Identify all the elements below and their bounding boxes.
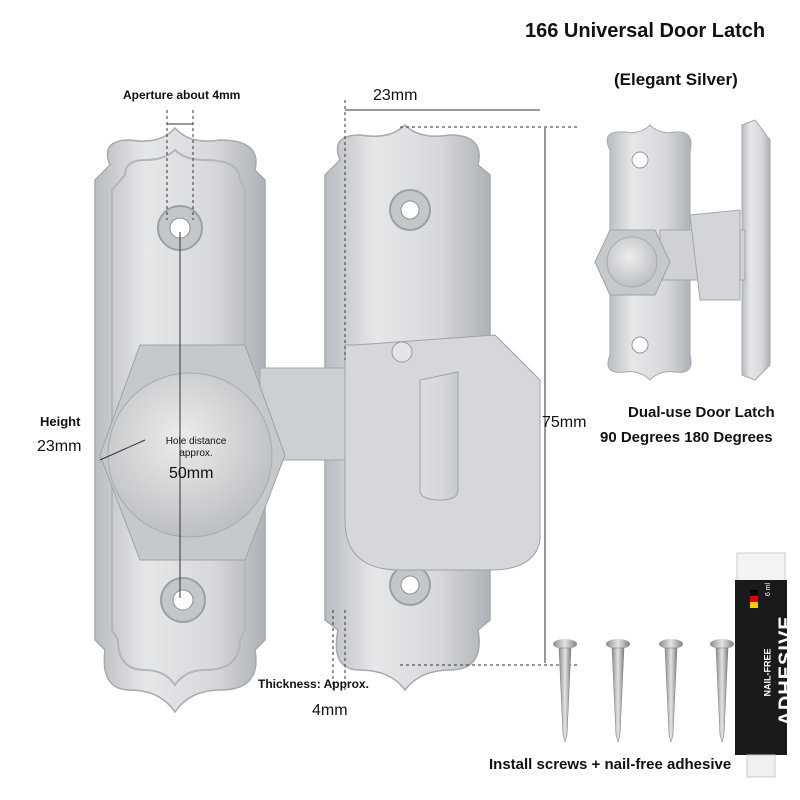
install-caption: Install screws + nail-free adhesive [489,756,732,773]
dual-use-label: Dual-use Door Latch [628,404,775,421]
small-latch-photo [594,119,771,381]
tube-volume: 6 ml [765,582,773,597]
screws [553,639,734,743]
height-label: Height [40,414,81,429]
hole-distance-label: Hole distance approx. [165,436,227,459]
tube-brand: NAIL-FREE [762,648,773,697]
degrees-label: 90 Degrees 180 Degrees [600,429,773,446]
adhesive-tube [735,552,787,778]
aperture-label: Aperture about 4mm [123,88,241,102]
width-label: 23mm [373,87,418,104]
hole-distance-value: 50mm [169,465,214,482]
tube-name: ADHESIVE [775,615,798,726]
length-label: 75mm [542,414,587,431]
tube-label: NAIL-FREE ADHESIVE [758,611,799,731]
product-subtitle: (Elegant Silver) [614,70,738,89]
height-value: 23mm [37,438,82,455]
thickness-value: 4mm [312,702,348,719]
product-title: 166 Universal Door Latch [525,20,766,42]
thickness-label: Thickness: Approx. [258,677,369,691]
u-hook [344,334,541,571]
dimension-lines [99,100,580,690]
